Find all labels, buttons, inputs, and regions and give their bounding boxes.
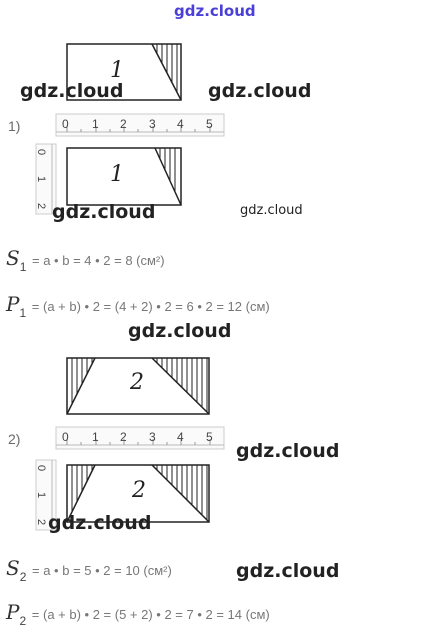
- vruler-1: [35, 143, 57, 215]
- vruler-2-tick: 1: [35, 491, 48, 499]
- watermark-text[interactable]: gdz.cloud: [128, 320, 232, 342]
- area-var-2: S: [6, 556, 20, 580]
- ruler-2-tick: 1: [92, 430, 99, 444]
- watermark-text[interactable]: gdz.cloud: [20, 80, 124, 102]
- vruler-1-tick: 0: [35, 148, 48, 156]
- vruler-2-tick: 2: [35, 518, 48, 526]
- vruler-1-tick: 2: [35, 202, 48, 210]
- area-formula-2: S2 = a • b = 5 • 2 = 10 (см²): [6, 556, 172, 584]
- watermark-text[interactable]: gdz.cloud: [52, 201, 156, 223]
- ruler-2-tick: 5: [206, 430, 213, 444]
- watermark-text[interactable]: gdz.cloud: [48, 512, 152, 534]
- ruler-1: [55, 113, 225, 137]
- area-var-1: S: [6, 246, 20, 270]
- part-2-label: 2): [8, 431, 21, 447]
- area-sub-2: 2: [19, 570, 27, 584]
- part-1-label: 1): [8, 118, 21, 134]
- vruler-2: [35, 459, 57, 531]
- shape-number-1-top: 1: [110, 58, 124, 83]
- ruler-2-tick: 2: [120, 430, 127, 444]
- watermark-text[interactable]: gdz.cloud: [208, 80, 312, 102]
- area-sub-1: 1: [19, 260, 27, 274]
- perimeter-var-1: P: [6, 292, 20, 316]
- shape-number-1-bottom: 1: [110, 162, 124, 187]
- area-rest-1: = a • b = 4 • 2 = 8 (см²): [32, 253, 165, 268]
- ruler-2-tick: 0: [62, 430, 69, 444]
- watermark-top[interactable]: gdz.cloud: [174, 2, 256, 20]
- shape-number-2-bottom: 2: [132, 478, 146, 503]
- watermark-text[interactable]: gdz.cloud: [240, 203, 303, 218]
- vruler-2-tick: 0: [35, 464, 48, 472]
- shape-number-2-top: 2: [130, 370, 144, 395]
- ruler-1-tick: 0: [62, 117, 69, 131]
- vruler-1-tick: 1: [35, 175, 48, 183]
- ruler-1-tick: 3: [149, 117, 156, 131]
- figure-1-bottom: [66, 147, 182, 206]
- perimeter-sub-1: 1: [19, 306, 27, 320]
- area-rest-2: = a • b = 5 • 2 = 10 (см²): [32, 563, 172, 578]
- ruler-1-tick: 5: [206, 117, 213, 131]
- perimeter-rest-2: = (a + b) • 2 = (5 + 2) • 2 = 7 • 2 = 14…: [31, 607, 270, 622]
- ruler-2-tick: 3: [149, 430, 156, 444]
- perimeter-var-2: P: [6, 600, 20, 624]
- perimeter-formula-2: P2 = (a + b) • 2 = (5 + 2) • 2 = 7 • 2 =…: [6, 600, 270, 628]
- perimeter-formula-1: P1 = (a + b) • 2 = (4 + 2) • 2 = 6 • 2 =…: [6, 292, 270, 320]
- perimeter-sub-2: 2: [19, 614, 27, 628]
- ruler-2: [55, 426, 225, 450]
- perimeter-rest-1: = (a + b) • 2 = (4 + 2) • 2 = 6 • 2 = 12…: [31, 299, 270, 314]
- ruler-1-tick: 4: [177, 117, 184, 131]
- area-formula-1: S1 = a • b = 4 • 2 = 8 (см²): [6, 246, 165, 274]
- ruler-1-tick: 2: [120, 117, 127, 131]
- watermark-text[interactable]: gdz.cloud: [236, 560, 340, 582]
- ruler-1-tick: 1: [92, 117, 99, 131]
- ruler-2-tick: 4: [177, 430, 184, 444]
- watermark-text[interactable]: gdz.cloud: [236, 440, 340, 462]
